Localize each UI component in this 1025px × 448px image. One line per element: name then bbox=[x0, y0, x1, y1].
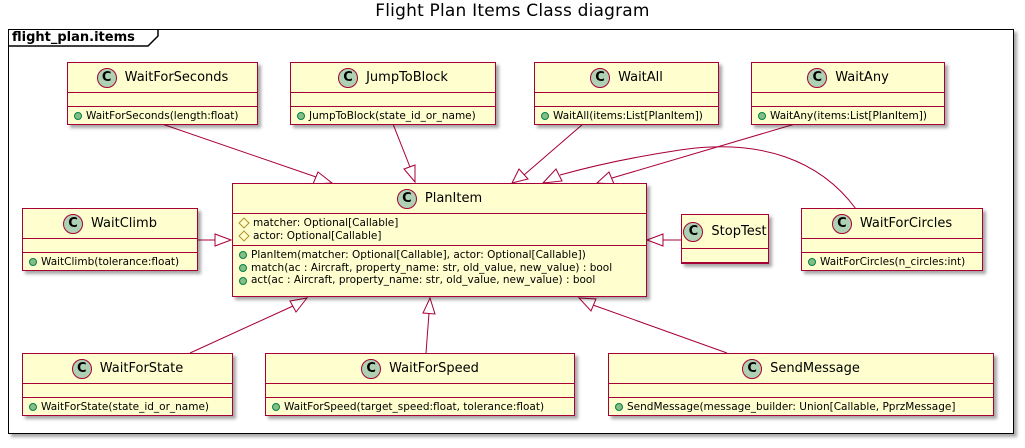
class-name: WaitForSeconds bbox=[124, 70, 229, 85]
field-text: actor: Optional[Callable] bbox=[253, 229, 382, 242]
class-stoptest: C StopTest bbox=[681, 214, 769, 264]
public-method-icon bbox=[239, 276, 247, 285]
class-name: WaitAny bbox=[835, 70, 889, 85]
method-text: WaitForSeconds(length:float) bbox=[86, 110, 239, 122]
public-method-icon bbox=[239, 251, 247, 260]
class-badge-icon: C bbox=[742, 358, 763, 379]
class-name: WaitForSpeed bbox=[389, 361, 479, 376]
class-waitclimb: C WaitClimb WaitClimb(tolerance:float) bbox=[22, 208, 198, 271]
method-text: WaitClimb(tolerance:float) bbox=[41, 256, 180, 268]
class-sendmessage: C SendMessage SendMessage(message_builder… bbox=[608, 353, 994, 416]
package-tab bbox=[8, 29, 160, 47]
package-label: flight_plan.items bbox=[12, 30, 135, 45]
public-method-icon bbox=[272, 403, 280, 412]
class-name: WaitAll bbox=[618, 70, 663, 85]
class-name: WaitForState bbox=[99, 361, 184, 376]
public-method-icon bbox=[74, 112, 82, 121]
method-text: WaitForSpeed(target_speed:float, toleran… bbox=[284, 401, 545, 413]
public-method-icon bbox=[297, 112, 305, 121]
class-badge-icon: C bbox=[63, 213, 84, 234]
class-badge-icon: C bbox=[831, 213, 852, 234]
method-text: WaitAny(items:List[PlanItem]) bbox=[770, 110, 927, 122]
method-text: WaitForCircles(n_circles:int) bbox=[820, 256, 966, 268]
class-planitem: C PlanItem matcher: Optional[Callable] ac… bbox=[232, 183, 647, 297]
public-method-icon bbox=[541, 112, 549, 121]
class-waitforseconds: C WaitForSeconds WaitForSeconds(length:fl… bbox=[67, 62, 258, 125]
method-text: PlanItem(matcher: Optional[Callable], ac… bbox=[251, 249, 586, 262]
class-name: JumpToBlock bbox=[366, 70, 448, 85]
class-badge-icon: C bbox=[361, 358, 382, 379]
public-method-icon bbox=[615, 403, 623, 412]
diagram-title: Flight Plan Items Class diagram bbox=[375, 1, 650, 21]
class-name: PlanItem bbox=[424, 191, 483, 206]
protected-field-icon bbox=[238, 217, 250, 229]
class-waitall: C WaitAll WaitAll(items:List[PlanItem]) bbox=[534, 62, 719, 125]
class-name: StopTest bbox=[711, 224, 767, 239]
class-waitforspeed: C WaitForSpeed WaitForSpeed(target_speed:… bbox=[265, 353, 575, 416]
public-method-icon bbox=[29, 403, 37, 412]
method-text: JumpToBlock(state_id_or_name) bbox=[309, 110, 476, 122]
protected-field-icon bbox=[238, 230, 250, 242]
public-method-icon bbox=[239, 264, 247, 273]
public-method-icon bbox=[808, 258, 816, 267]
public-method-icon bbox=[29, 258, 37, 267]
class-badge-icon: C bbox=[338, 67, 359, 88]
public-method-icon bbox=[758, 112, 766, 121]
class-badge-icon: C bbox=[683, 221, 704, 242]
class-badge-icon: C bbox=[590, 67, 611, 88]
class-badge-icon: C bbox=[96, 67, 117, 88]
field-text: matcher: Optional[Callable] bbox=[253, 217, 399, 229]
class-badge-icon: C bbox=[396, 188, 417, 209]
class-jumptoblock: C JumpToBlock JumpToBlock(state_id_or_nam… bbox=[290, 62, 496, 125]
class-badge-icon: C bbox=[71, 358, 92, 379]
method-text: match(ac : Aircraft, property_name: str,… bbox=[251, 261, 613, 274]
class-waitforcircles: C WaitForCircles WaitForCircles(n_circles… bbox=[801, 208, 983, 271]
class-name: SendMessage bbox=[770, 361, 860, 376]
class-badge-icon: C bbox=[807, 67, 828, 88]
method-text: SendMessage(message_builder: Union[Calla… bbox=[627, 401, 956, 413]
class-waitany: C WaitAny WaitAny(items:List[PlanItem]) bbox=[751, 62, 945, 125]
method-text: act(ac : Aircraft, property_name: str, o… bbox=[251, 274, 596, 287]
class-name: WaitClimb bbox=[91, 216, 157, 231]
method-text: WaitAll(items:List[PlanItem]) bbox=[553, 110, 703, 122]
class-name: WaitForCircles bbox=[859, 216, 953, 231]
class-waitforstate: C WaitForState WaitForState(state_id_or_n… bbox=[22, 353, 233, 416]
method-text: WaitForState(state_id_or_name) bbox=[41, 401, 210, 413]
